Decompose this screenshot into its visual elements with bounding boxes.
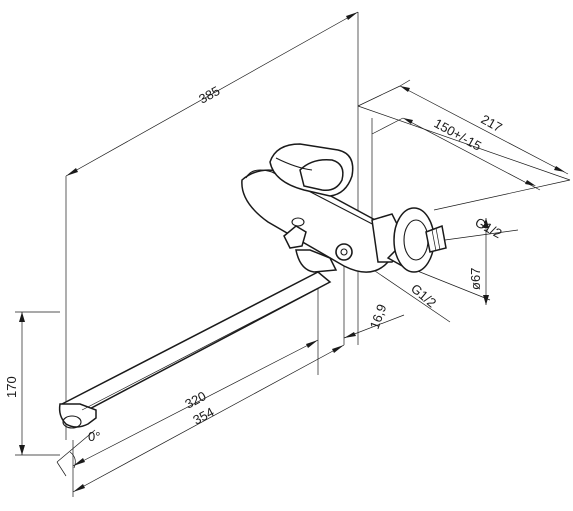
dimension-170: 170 xyxy=(4,312,25,455)
dimension-385-label: 385 xyxy=(196,83,222,107)
dimension-16-9-label: 16,9 xyxy=(367,302,390,331)
dimension-16-9: 16,9 xyxy=(343,302,405,339)
spout xyxy=(58,271,332,429)
dimension-g12-right: G1/2 xyxy=(444,215,519,241)
dimension-g12-bottom-label: G1/2 xyxy=(408,281,439,311)
faucet-body xyxy=(241,169,397,273)
dimension-217-label: 217 xyxy=(479,112,505,136)
dimension-320: 320 xyxy=(72,339,319,467)
dimension-67: ø67 xyxy=(468,218,489,305)
dimension-170-label: 170 xyxy=(4,376,19,398)
dimension-angle-label: 0° xyxy=(88,429,100,444)
dimension-354: 354 xyxy=(72,344,345,493)
extension-lines xyxy=(15,12,571,497)
dimension-150: 150+/-15 xyxy=(371,116,541,191)
lever-handle xyxy=(269,143,354,197)
dimension-67-label: ø67 xyxy=(468,268,483,290)
dimension-angle: 0° xyxy=(69,429,100,469)
wall-connector xyxy=(371,207,447,273)
